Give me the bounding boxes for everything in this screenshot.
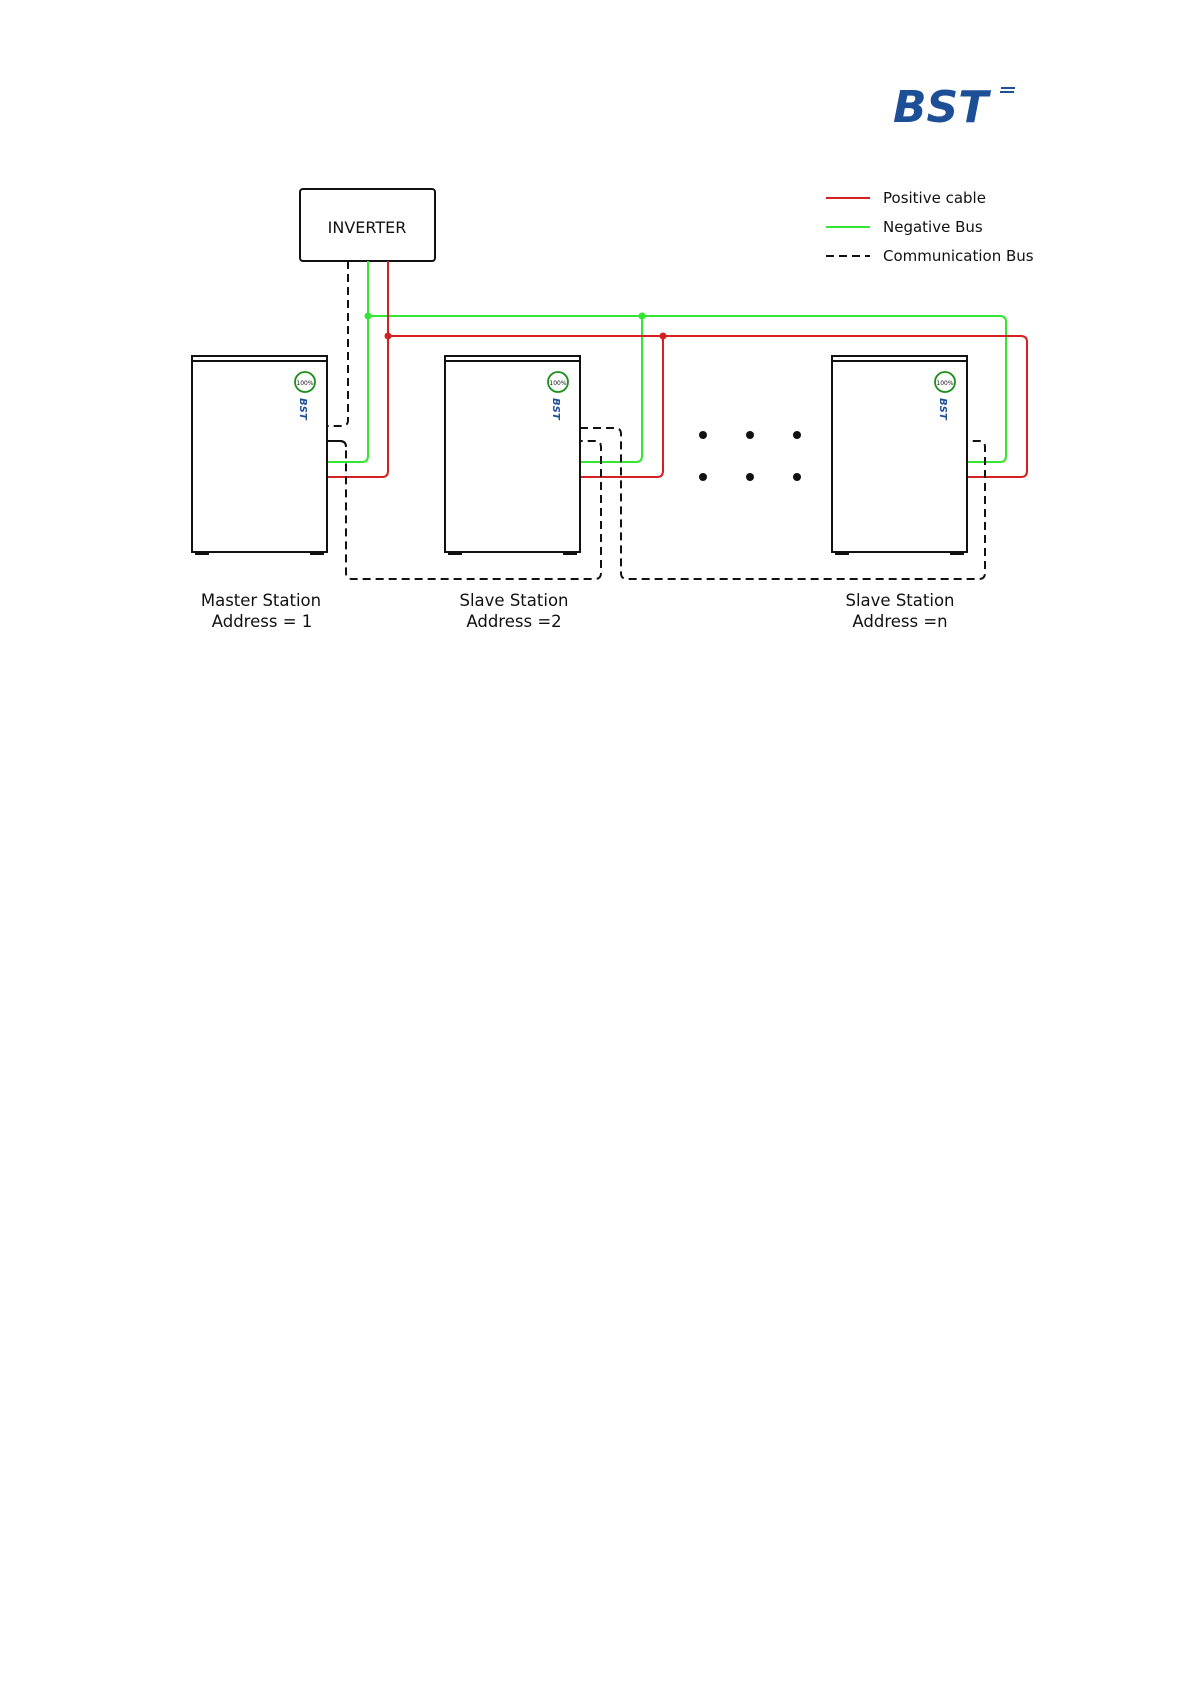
legend-communication-label: Communication Bus (883, 247, 1034, 265)
bst-logo: BST (893, 82, 1015, 133)
station-captions: Master Station Address = 1 Slave Station… (201, 591, 955, 631)
station-brand-logo: BST (297, 398, 308, 421)
station-slave-n-address: Address =n (852, 612, 947, 631)
continuation-dots (699, 431, 801, 481)
station-master-name: Master Station (201, 591, 321, 610)
station-slave-n-name: Slave Station (846, 591, 955, 610)
station-slave-2: 100% BST (445, 356, 580, 555)
station-slave-n: 100% BST (832, 356, 967, 555)
soc-indicator-text: 100% (936, 380, 953, 387)
station-slave-2-address: Address =2 (466, 612, 561, 631)
soc-indicator-text: 100% (296, 380, 313, 387)
station-brand-logo: BST (937, 398, 948, 421)
station-brand-logo: BST (550, 398, 561, 421)
inverter-label: INVERTER (328, 218, 407, 237)
station-master-address: Address = 1 (212, 612, 313, 631)
soc-indicator-text: 100% (549, 380, 566, 387)
legend-positive-label: Positive cable (883, 189, 986, 207)
station-master: 100% BST (192, 356, 346, 555)
bst-logo-wordmark: BST (893, 82, 991, 133)
legend: Positive cable Negative Bus Communicatio… (826, 189, 1034, 265)
inverter-box: INVERTER (300, 189, 435, 261)
legend-negative-label: Negative Bus (883, 218, 983, 236)
station-slave-2-name: Slave Station (460, 591, 569, 610)
